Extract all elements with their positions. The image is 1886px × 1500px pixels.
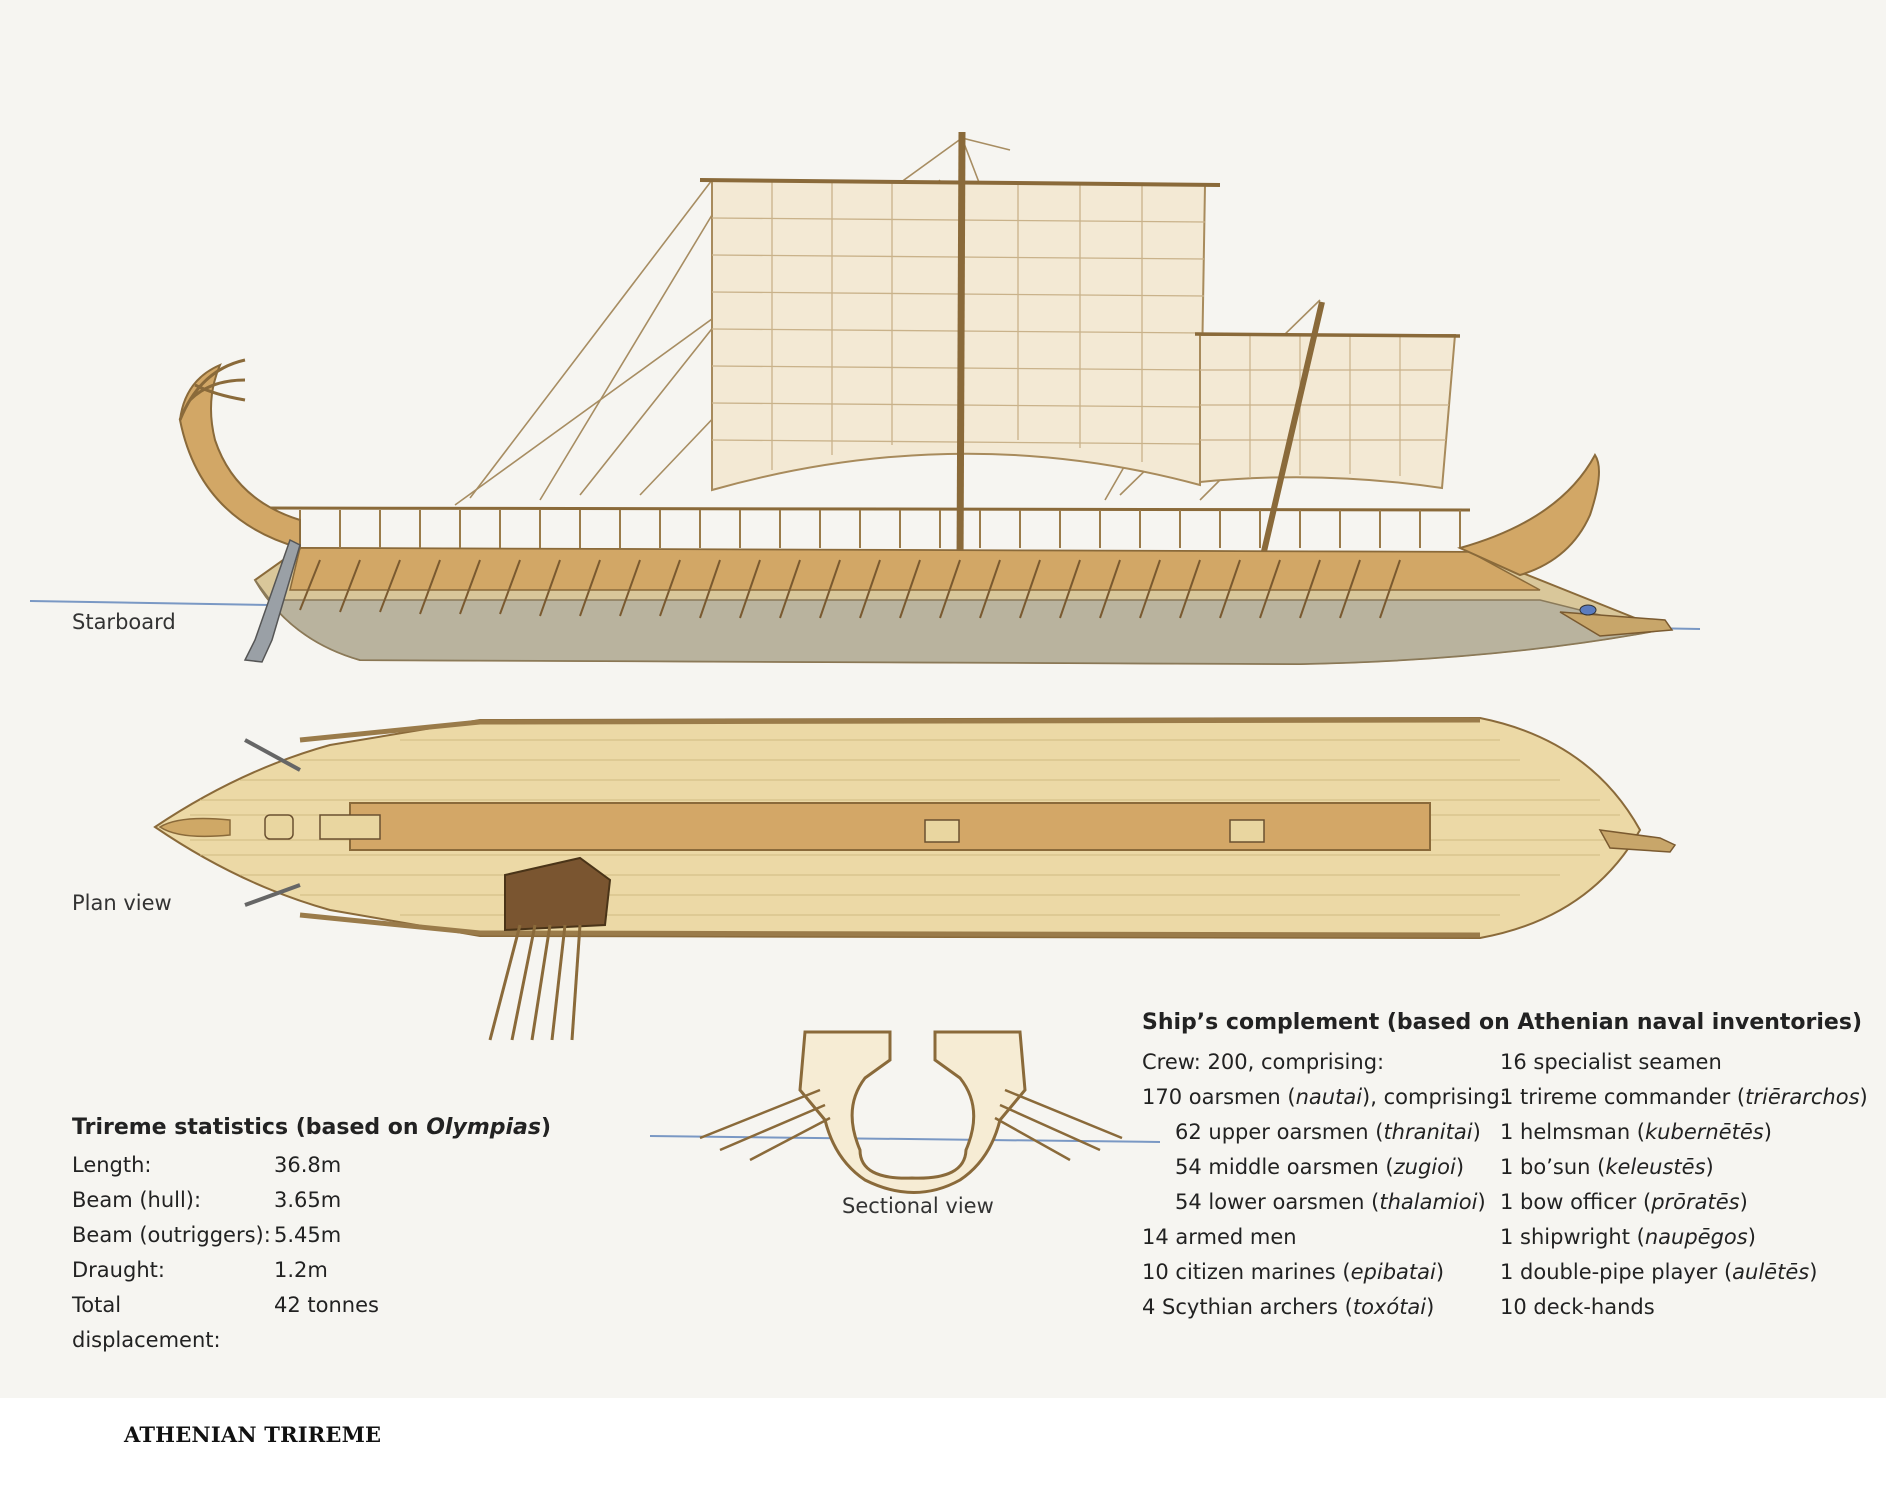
oars — [299, 559, 1401, 619]
complement-item: 1 trireme commander (triērarchos) — [1500, 1085, 1868, 1109]
stat-row: Beam (hull):3.65m — [72, 1188, 342, 1212]
stern-ornament — [178, 363, 301, 550]
stat-row: Beam (outriggers):5.45m — [72, 1223, 342, 1247]
complement-item: 54 middle oarsmen (zugioi) — [1175, 1155, 1465, 1179]
complement-item: 170 oarsmen (nautai), comprising: — [1142, 1085, 1507, 1109]
steering-oar — [243, 538, 301, 663]
complement-item: 4 Scythian archers (toxótai) — [1142, 1295, 1435, 1319]
complement-column-2: 16 specialist seamen 1 trireme commander… — [1500, 1045, 1868, 1325]
starboard-hull — [178, 358, 1674, 666]
stat-row: Draught:1.2m — [72, 1258, 328, 1282]
complement-item: 1 double-pipe player (aulētēs) — [1500, 1260, 1818, 1284]
complement-item: 1 helmsman (kubernētēs) — [1500, 1120, 1772, 1144]
complement-item: 1 bo’sun (keleustēs) — [1500, 1155, 1714, 1179]
complement-title: Ship’s complement (based on Athenian nav… — [1142, 1010, 1862, 1035]
fore-mast — [1259, 301, 1325, 561]
starboard-label: Starboard — [72, 610, 176, 634]
complement-column-1: Crew: 200, comprising: 170 oarsmen (naut… — [1142, 1045, 1507, 1325]
ram — [1559, 611, 1674, 637]
sectional-view-label: Sectional view — [842, 1194, 994, 1218]
fore-sail — [1194, 332, 1461, 490]
cutaway-section — [504, 856, 612, 932]
ships-complement: Ship’s complement (based on Athenian nav… — [1142, 1005, 1868, 1325]
sectional-view — [649, 1030, 1161, 1194]
eye — [1579, 604, 1597, 616]
complement-item: 10 citizen marines (epibatai) — [1142, 1260, 1445, 1284]
complement-item: 10 deck-hands — [1500, 1295, 1655, 1319]
plan-view — [153, 716, 1677, 1041]
bow-post — [1457, 453, 1600, 577]
plan-view-label: Plan view — [72, 891, 172, 915]
stat-row: Total displacement:42 tonnes — [72, 1293, 379, 1352]
plan-oars — [488, 924, 582, 1041]
main-mast — [956, 131, 966, 566]
centre-gangway — [349, 802, 1431, 851]
starboard-view — [29, 131, 1701, 666]
stat-row: Length:36.8m — [72, 1153, 342, 1177]
statistics-title: Trireme statistics (based on Olympias) — [72, 1115, 552, 1140]
trireme-statistics: Trireme statistics (based on Olympias) L… — [72, 1110, 552, 1352]
complement-item: 14 armed men — [1142, 1225, 1297, 1249]
figure-caption: ATHENIAN TRIREME — [124, 1422, 382, 1447]
complement-item: 1 shipwright (naupēgos) — [1500, 1225, 1756, 1249]
complement-item: 16 specialist seamen — [1500, 1050, 1722, 1074]
complement-item: 1 bow officer (prōratēs) — [1500, 1190, 1748, 1214]
railing-posts — [299, 510, 1461, 548]
complement-item: 62 upper oarsmen (thranitai) — [1175, 1120, 1481, 1144]
trireme-illustration — [29, 131, 1701, 1194]
complement-item: 54 lower oarsmen (thalamioi) — [1175, 1190, 1486, 1214]
complement-item: Crew: 200, comprising: — [1142, 1050, 1385, 1074]
